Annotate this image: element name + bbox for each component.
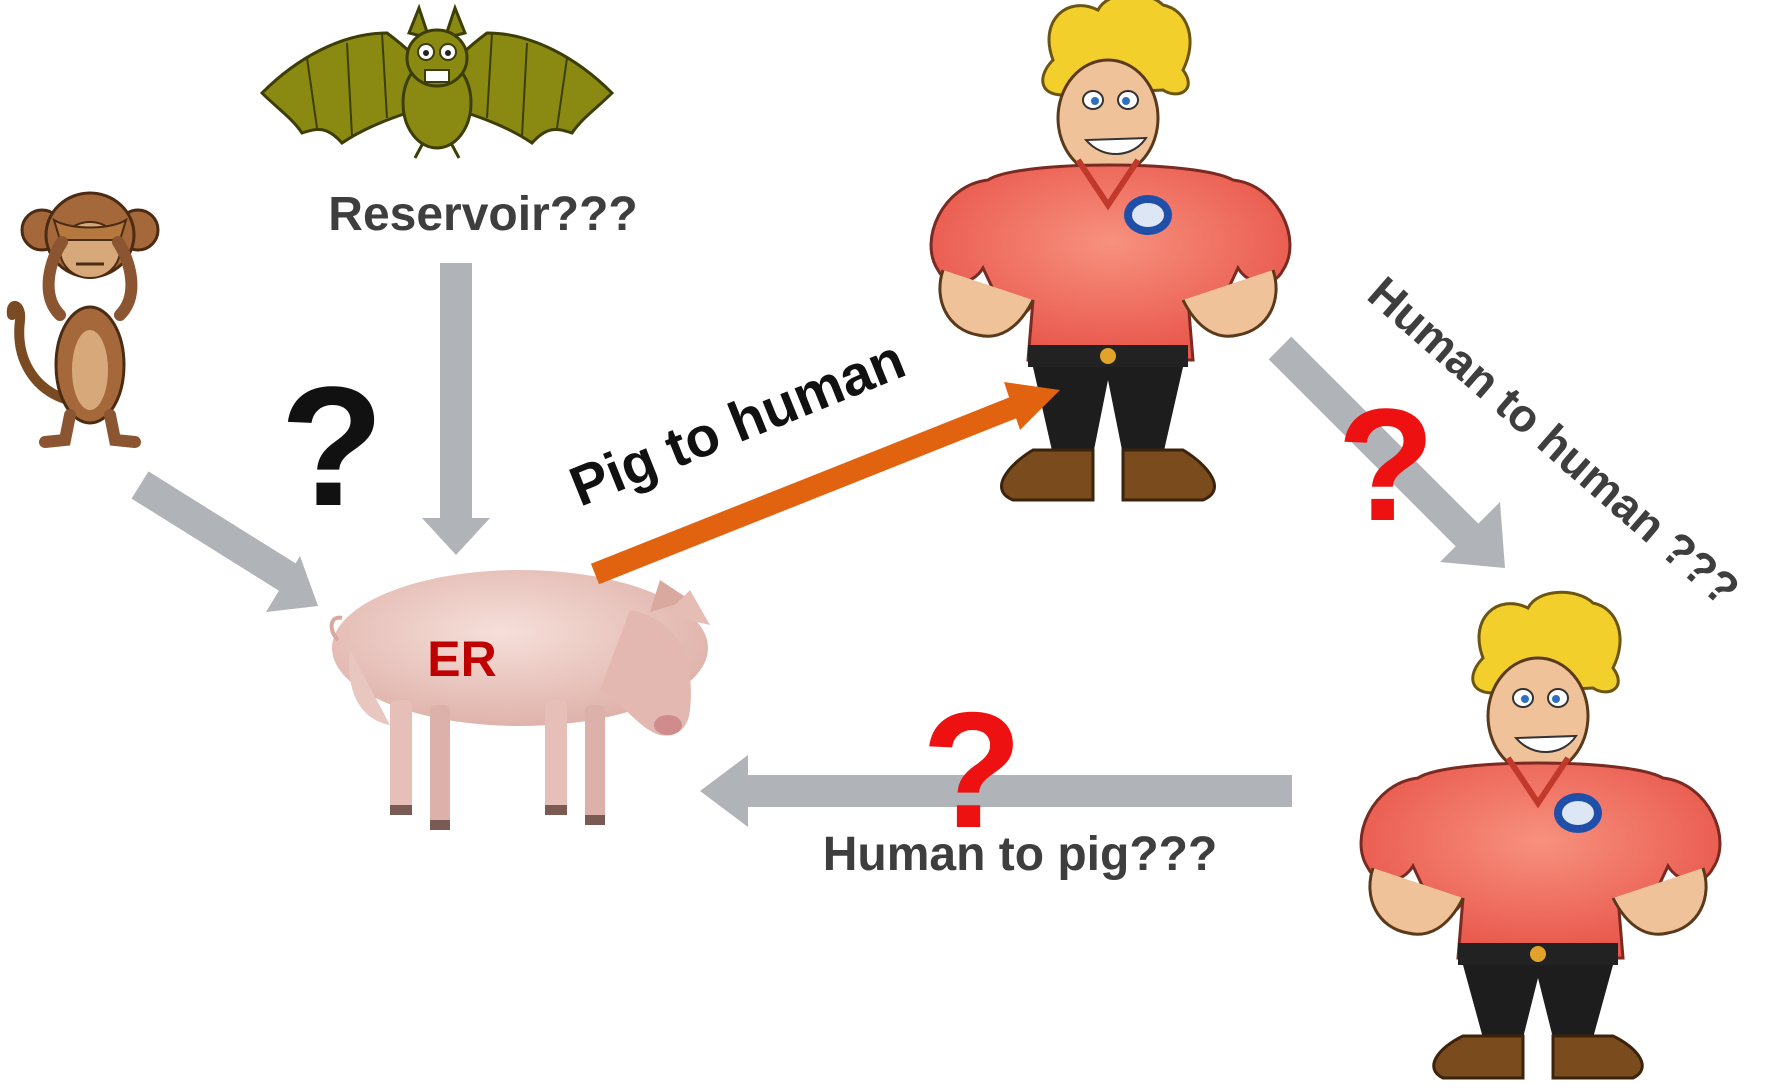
question-mark-red-human: ? bbox=[1337, 375, 1435, 554]
arrow-bat-to-pig bbox=[422, 263, 490, 555]
monkey-icon bbox=[12, 193, 158, 442]
pig-to-human-label: Pig to human bbox=[561, 327, 913, 518]
question-mark-black: ? bbox=[280, 352, 384, 542]
question-mark-red-pig: ? bbox=[922, 678, 1023, 862]
bat-icon bbox=[262, 8, 612, 158]
pig-er-marker: ER bbox=[427, 631, 496, 687]
human-icon bbox=[1361, 592, 1720, 1078]
pig-icon bbox=[332, 570, 710, 830]
reservoir-label: Reservoir??? bbox=[328, 188, 637, 241]
